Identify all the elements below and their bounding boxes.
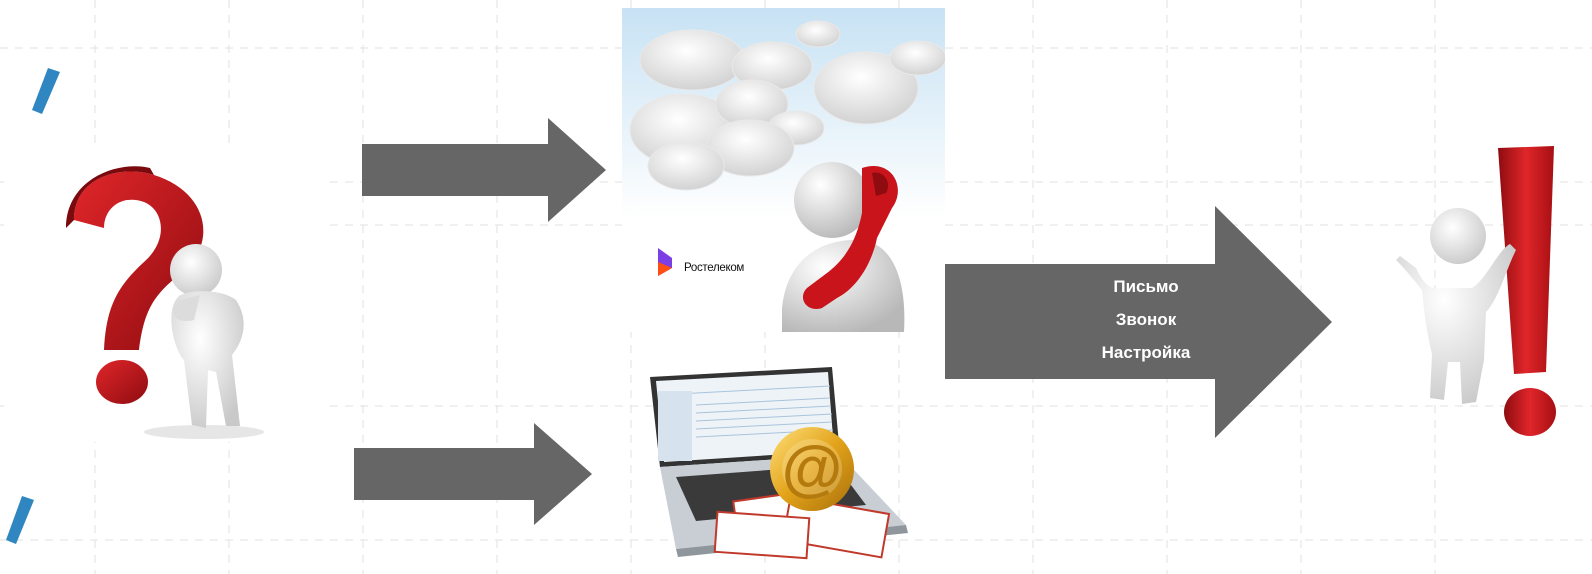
accent-stroke-bottom xyxy=(6,496,34,544)
arrow-labels: Письмо Звонок Настройка xyxy=(1046,270,1246,369)
rostelecom-logo-text: Ростелеком xyxy=(684,262,745,274)
arrow-to-call xyxy=(362,118,606,222)
phone-support-figure-icon xyxy=(622,8,945,332)
label-letter: Письмо xyxy=(1113,277,1179,296)
label-call: Звонок xyxy=(1115,310,1177,329)
rostelecom-logo-icon xyxy=(658,248,672,276)
arrow-to-result xyxy=(945,206,1332,438)
question-mark-figure-icon xyxy=(4,150,330,442)
email-laptop-icon: @ xyxy=(650,367,908,560)
exclamation-figure-icon xyxy=(1396,146,1556,436)
label-setup: Настройка xyxy=(1101,343,1191,362)
accent-stroke-top xyxy=(32,68,60,114)
svg-text:@: @ xyxy=(782,434,842,503)
arrow-to-email xyxy=(354,423,592,525)
